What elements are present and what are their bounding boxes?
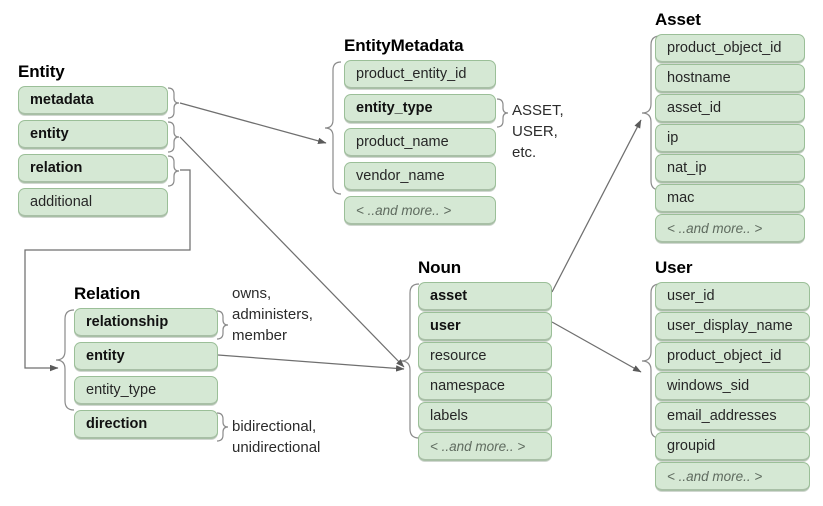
row-asset-hostname[interactable]: hostname <box>655 64 805 93</box>
rows-relation: relationship entity entity_type directio… <box>74 308 218 439</box>
row-em-product-name[interactable]: product_name <box>344 128 496 157</box>
group-entity-metadata: EntityMetadata product_entity_id entity_… <box>344 36 496 225</box>
group-relation: Relation relationship entity entity_type… <box>70 284 218 439</box>
group-title-asset: Asset <box>655 10 701 29</box>
row-user-email-addresses[interactable]: email_addresses <box>655 402 810 431</box>
group-entity: Entity metadata entity relation addition… <box>18 62 168 217</box>
group-title-entity-metadata: EntityMetadata <box>344 36 464 55</box>
group-title-entity: Entity <box>18 62 65 81</box>
note-direction-values: bidirectional, unidirectional <box>232 418 321 456</box>
row-entity-metadata[interactable]: metadata <box>18 86 168 115</box>
rows-asset: product_object_id hostname asset_id ip n… <box>655 34 805 243</box>
row-em-and-more[interactable]: < ..and more.. > <box>344 196 496 225</box>
rows-noun: asset user resource namespace labels < .… <box>418 282 552 461</box>
row-entity-entity[interactable]: entity <box>18 120 168 149</box>
note-entity-type-values: ASSET, USER, etc. <box>512 102 564 161</box>
group-asset: Asset product_object_id hostname asset_i… <box>655 10 805 243</box>
row-asset-mac[interactable]: mac <box>655 184 805 213</box>
row-user-product-object-id[interactable]: product_object_id <box>655 342 810 371</box>
row-relation-relationship[interactable]: relationship <box>74 308 218 337</box>
row-entity-relation[interactable]: relation <box>18 154 168 183</box>
row-user-and-more[interactable]: < ..and more.. > <box>655 462 810 491</box>
row-em-entity-type[interactable]: entity_type <box>344 94 496 123</box>
row-asset-product-object-id[interactable]: product_object_id <box>655 34 805 63</box>
note-relationship-values: owns, administers, member <box>232 285 313 344</box>
row-asset-asset-id[interactable]: asset_id <box>655 94 805 123</box>
row-relation-direction[interactable]: direction <box>74 410 218 439</box>
group-title-user: User <box>655 258 693 277</box>
row-noun-namespace[interactable]: namespace <box>418 372 552 401</box>
row-asset-ip[interactable]: ip <box>655 124 805 153</box>
row-em-product-entity-id[interactable]: product_entity_id <box>344 60 496 89</box>
row-relation-entity[interactable]: entity <box>74 342 218 371</box>
rows-user: user_id user_display_name product_object… <box>655 282 810 491</box>
row-user-user-display-name[interactable]: user_display_name <box>655 312 810 341</box>
row-em-vendor-name[interactable]: vendor_name <box>344 162 496 191</box>
row-noun-asset[interactable]: asset <box>418 282 552 311</box>
rows-entity-metadata: product_entity_id entity_type product_na… <box>344 60 496 225</box>
row-noun-resource[interactable]: resource <box>418 342 552 371</box>
group-user: User user_id user_display_name product_o… <box>655 258 810 491</box>
row-noun-and-more[interactable]: < ..and more.. > <box>418 432 552 461</box>
row-asset-and-more[interactable]: < ..and more.. > <box>655 214 805 243</box>
row-asset-nat-ip[interactable]: nat_ip <box>655 154 805 183</box>
row-relation-entity-type[interactable]: entity_type <box>74 376 218 405</box>
group-title-noun: Noun <box>418 258 462 277</box>
row-entity-additional[interactable]: additional <box>18 188 168 217</box>
row-noun-user[interactable]: user <box>418 312 552 341</box>
rows-entity: metadata entity relation additional <box>18 86 168 217</box>
row-user-groupid[interactable]: groupid <box>655 432 810 461</box>
group-title-relation: Relation <box>74 284 141 303</box>
row-noun-labels[interactable]: labels <box>418 402 552 431</box>
row-user-windows-sid[interactable]: windows_sid <box>655 372 810 401</box>
row-user-user-id[interactable]: user_id <box>655 282 810 311</box>
group-noun: Noun asset user resource namespace label… <box>414 258 552 461</box>
